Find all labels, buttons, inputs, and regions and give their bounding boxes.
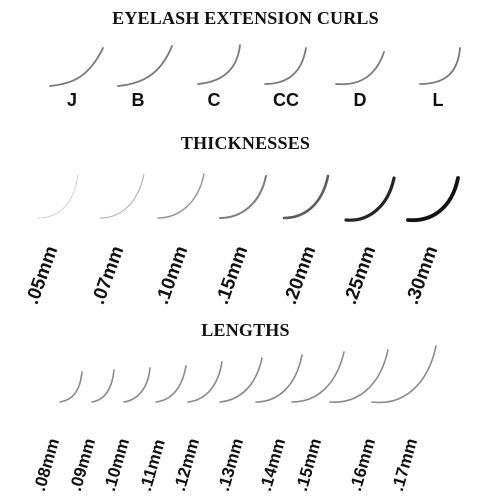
lash-curl-cc bbox=[264, 47, 307, 85]
lash-thickness-05 bbox=[37, 174, 79, 219]
lash-length-10 bbox=[123, 367, 151, 403]
lash-curl-j bbox=[49, 47, 104, 87]
lash-length-14 bbox=[255, 354, 303, 403]
lash-length-15 bbox=[291, 351, 345, 403]
title-lengths: LENGTHS bbox=[201, 320, 290, 340]
lash-thickness-20 bbox=[282, 174, 330, 220]
lash-thickness-07 bbox=[99, 173, 145, 219]
lash-curl-d bbox=[335, 51, 385, 86]
curl-lash-row bbox=[49, 44, 461, 87]
curl-label-c: C bbox=[207, 90, 221, 110]
lash-curl-l bbox=[419, 47, 461, 85]
lash-length-17 bbox=[371, 345, 437, 404]
lash-thickness-25 bbox=[344, 176, 396, 222]
lash-thickness-30 bbox=[406, 176, 460, 222]
length-lash-row bbox=[59, 345, 437, 404]
lash-length-16 bbox=[329, 349, 389, 403]
curl-label-d: D bbox=[353, 90, 367, 110]
lash-length-09 bbox=[91, 369, 115, 403]
curl-label-b: B bbox=[131, 90, 145, 110]
lash-length-12 bbox=[187, 361, 223, 403]
title-thicknesses: THICKNESSES bbox=[180, 133, 311, 153]
thickness-lash-row bbox=[37, 173, 460, 222]
curl-label-l: L bbox=[432, 90, 444, 110]
lash-thickness-10 bbox=[157, 173, 205, 219]
title-curls: EYELASH EXTENSION CURLS bbox=[112, 8, 379, 28]
lash-curl-b bbox=[117, 45, 173, 87]
curl-label-cc: CC bbox=[273, 90, 299, 110]
lash-length-13 bbox=[219, 357, 263, 403]
lash-curl-c bbox=[197, 44, 241, 85]
curl-label-j: J bbox=[66, 90, 78, 110]
lash-length-08 bbox=[59, 371, 83, 403]
lash-length-11 bbox=[155, 365, 187, 403]
lash-thickness-15 bbox=[219, 175, 267, 219]
